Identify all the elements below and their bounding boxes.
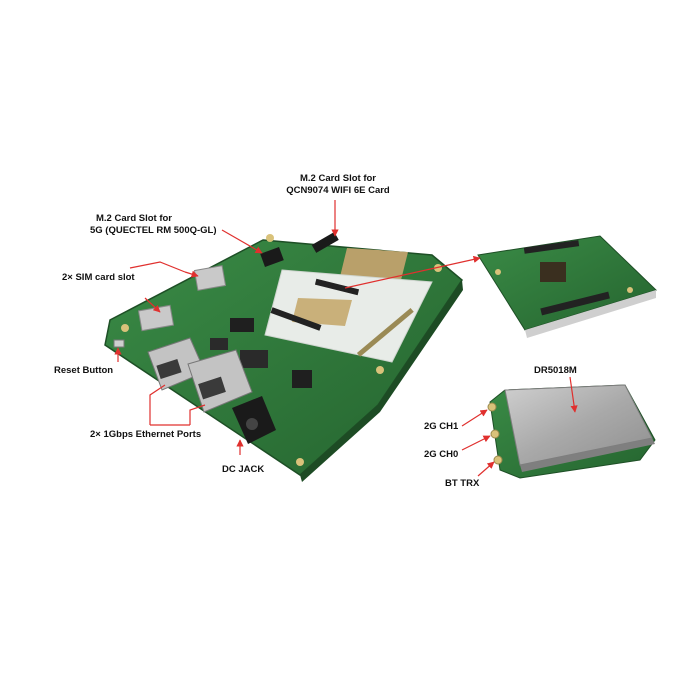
m2-5g-label: M.2 Card Slot for 5G (QUECTEL RM 500Q-GL… [90,213,217,237]
ch1-label: 2G CH1 [424,421,459,432]
sim-slot-label: 2× SIM card slot [62,272,135,283]
dc-jack-label: DC JACK [222,464,265,475]
module-name-label: DR5018M [534,365,577,376]
m2-wifi-label-line2: QCN9074 WIFI 6E Card [286,185,390,196]
wifi-card [477,235,657,338]
m2-wifi-label-line1: M.2 Card Slot for [299,173,376,184]
bt-trx-label: BT TRX [445,478,480,489]
m2-wifi-label: M.2 Card Slot for QCN9074 WIFI 6E Card [283,173,393,197]
carrier-board [104,232,463,482]
m2-5g-label-line2: 5G (QUECTEL RM 500Q-GL) [90,225,217,236]
ethernet-ports-label: 2× 1Gbps Ethernet Ports [90,429,202,440]
annotation-arrows [114,200,578,477]
ch0-label: 2G CH0 [424,449,459,460]
dr5018m-module [487,384,656,479]
m2-5g-label-line1: M.2 Card Slot for [96,213,173,224]
reset-button-label: Reset Button [54,365,114,376]
